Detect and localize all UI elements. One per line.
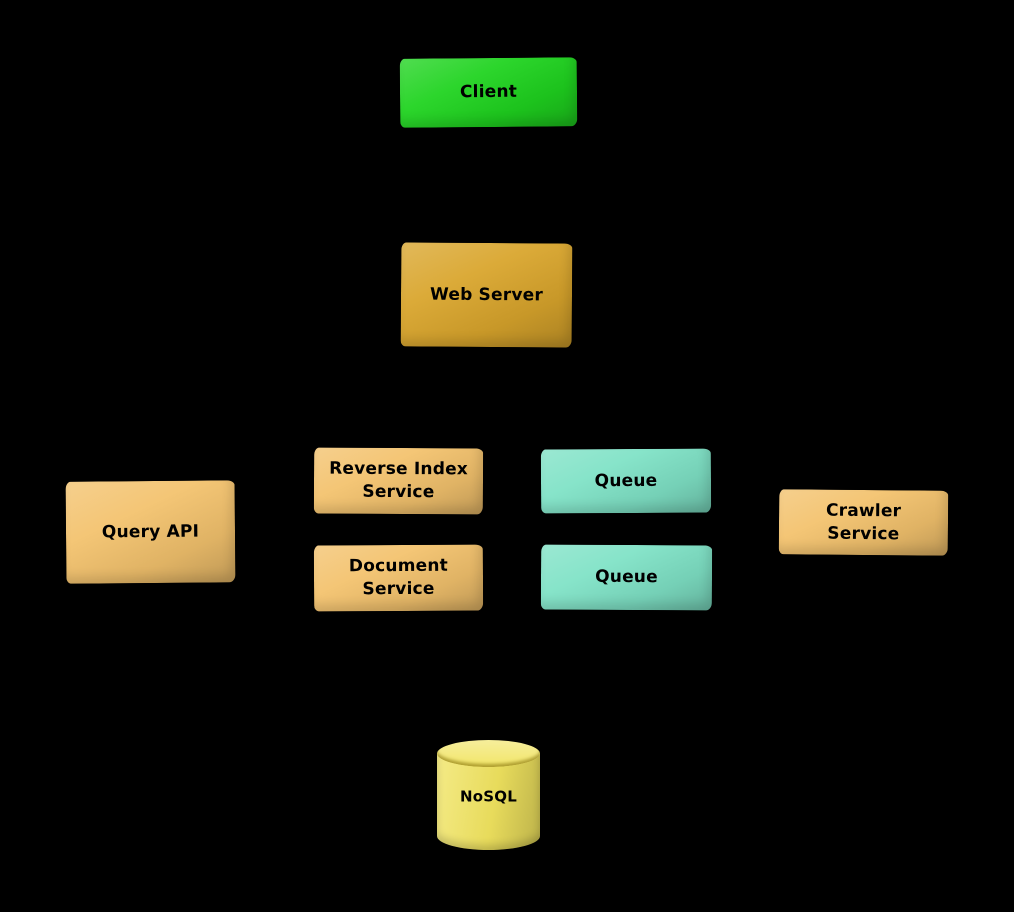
node-web-server: Web Server <box>400 242 573 348</box>
node-query-api: Query API <box>65 480 236 584</box>
node-client-label: Client <box>459 81 518 103</box>
node-document-service-label: Document Service <box>348 555 449 600</box>
node-web-server-label: Web Server <box>429 284 544 305</box>
node-queue-lower-label: Queue <box>595 566 658 588</box>
node-queue-upper-label: Queue <box>594 470 658 491</box>
node-reverse-index-service-label: Reverse Index Service <box>329 458 469 503</box>
node-crawler-service-label: Crawler Service <box>825 500 902 544</box>
node-query-api-label: Query API <box>101 521 200 542</box>
node-reverse-index-service: Reverse Index Service <box>313 447 484 515</box>
nosql-cylinder-body <box>437 753 540 850</box>
node-crawler-service: Crawler Service <box>778 489 949 556</box>
node-document-service: Document Service <box>313 544 484 612</box>
nosql-cylinder-top <box>437 740 540 767</box>
node-client: Client <box>399 57 578 128</box>
node-nosql-label: NoSQL <box>460 787 517 806</box>
node-nosql-database: NoSQL <box>437 740 540 850</box>
node-queue-upper: Queue <box>540 448 712 514</box>
node-queue-lower: Queue <box>540 544 713 611</box>
